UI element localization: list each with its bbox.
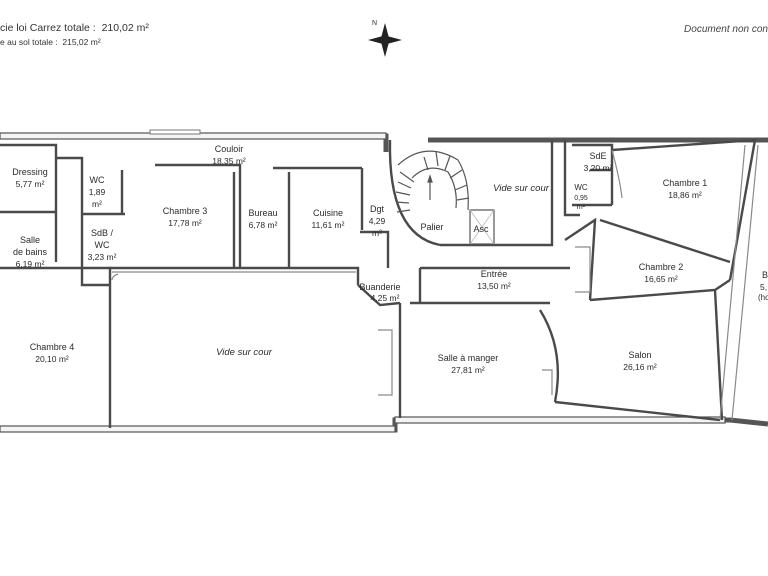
room-wc2-area: 0,95 bbox=[574, 195, 588, 202]
disclaimer-text: Document non con bbox=[684, 24, 768, 35]
room-wc2-name: WC bbox=[574, 183, 588, 192]
room-cuisine-area: 11,61 m² bbox=[312, 220, 345, 230]
room-sdb-wc-name2: WC bbox=[95, 240, 110, 250]
compass-north-label: N bbox=[372, 20, 377, 27]
room-sde-name: SdE bbox=[589, 151, 606, 161]
room-salle-bains-name2: de bains bbox=[13, 247, 48, 257]
interior-walls bbox=[0, 138, 757, 428]
room-asc-name: Asc bbox=[473, 224, 489, 234]
room-wc1-area-unit: m² bbox=[92, 199, 102, 209]
room-salle-bains-area: 6,19 m² bbox=[16, 259, 45, 269]
room-sdb-wc-name: SdB / bbox=[91, 228, 114, 238]
elevator-shaft bbox=[469, 209, 495, 245]
room-dgt-name: Dgt bbox=[370, 204, 385, 214]
room-wc1-area: 1,89 bbox=[89, 187, 106, 197]
room-couloir-area: 18,35 m² bbox=[212, 156, 246, 166]
room-chambre1-area: 18,86 m² bbox=[668, 190, 702, 200]
carrez-area-label: cie loi Carrez totale : bbox=[0, 22, 96, 34]
room-salle-bains-name: Salle bbox=[20, 235, 40, 245]
compass-rose-icon: N bbox=[368, 20, 402, 57]
window bbox=[149, 129, 201, 135]
south-wall-band bbox=[0, 425, 396, 433]
room-chambre2-area: 16,65 m² bbox=[644, 274, 678, 284]
ground-area-label: e au sol totale : bbox=[0, 37, 58, 47]
room-sde-area: 3,20 m² bbox=[584, 163, 613, 173]
room-dressing-name: Dressing bbox=[12, 167, 48, 177]
room-balcon-area: 5, bbox=[760, 282, 767, 292]
room-bureau-name: Bureau bbox=[248, 208, 277, 218]
staircase bbox=[395, 150, 470, 213]
room-entree-area: 13,50 m² bbox=[477, 281, 511, 291]
room-entree-name: Entrée bbox=[481, 269, 508, 279]
room-chambre4-area: 20,10 m² bbox=[35, 354, 69, 364]
room-cuisine-name: Cuisine bbox=[313, 208, 343, 218]
room-wc2-area-unit: m² bbox=[577, 204, 586, 211]
carrez-area-value: 210,02 m² bbox=[101, 22, 149, 34]
ground-area-value: 215,02 m² bbox=[62, 37, 101, 47]
room-chambre2-name: Chambre 2 bbox=[639, 262, 684, 272]
room-wc1-name: WC bbox=[90, 175, 105, 185]
room-sdb-wc-area: 3,23 m² bbox=[88, 252, 117, 262]
room-salon-name: Salon bbox=[628, 350, 651, 360]
room-vide-cour-1: Vide sur cour bbox=[216, 347, 273, 358]
room-couloir-name: Couloir bbox=[215, 144, 244, 154]
room-chambre3-area: 17,78 m² bbox=[168, 218, 202, 228]
room-salle-manger-name: Salle à manger bbox=[438, 353, 499, 363]
room-balcon-name: B bbox=[762, 270, 768, 280]
room-salon-area: 26,16 m² bbox=[623, 362, 657, 372]
room-dressing-area: 5,77 m² bbox=[16, 179, 45, 189]
room-balcon-note: (ho bbox=[758, 293, 768, 302]
elevator-cross bbox=[469, 209, 495, 245]
room-buanderie-name: Buanderie bbox=[359, 282, 400, 292]
south-wall-band-east bbox=[394, 416, 726, 424]
room-dgt-area: 4,29 bbox=[369, 216, 386, 226]
room-salle-manger-area: 27,81 m² bbox=[451, 365, 485, 375]
room-palier-name: Palier bbox=[420, 222, 443, 232]
ground-area-line: e au sol totale : 215,02 m² bbox=[0, 37, 101, 47]
room-chambre1-name: Chambre 1 bbox=[663, 178, 708, 188]
room-chambre4-name: Chambre 4 bbox=[30, 342, 75, 352]
room-vide-cour-2: Vide sur cour bbox=[493, 183, 550, 194]
room-bureau-area: 6,78 m² bbox=[249, 220, 278, 230]
carrez-area-line: cie loi Carrez totale : 210,02 m² bbox=[0, 22, 149, 34]
room-buanderie-area: 4,25 m² bbox=[371, 293, 400, 303]
room-dgt-area-unit: m² bbox=[372, 228, 382, 238]
interior-partitions bbox=[111, 144, 759, 421]
room-chambre3-name: Chambre 3 bbox=[163, 206, 208, 216]
